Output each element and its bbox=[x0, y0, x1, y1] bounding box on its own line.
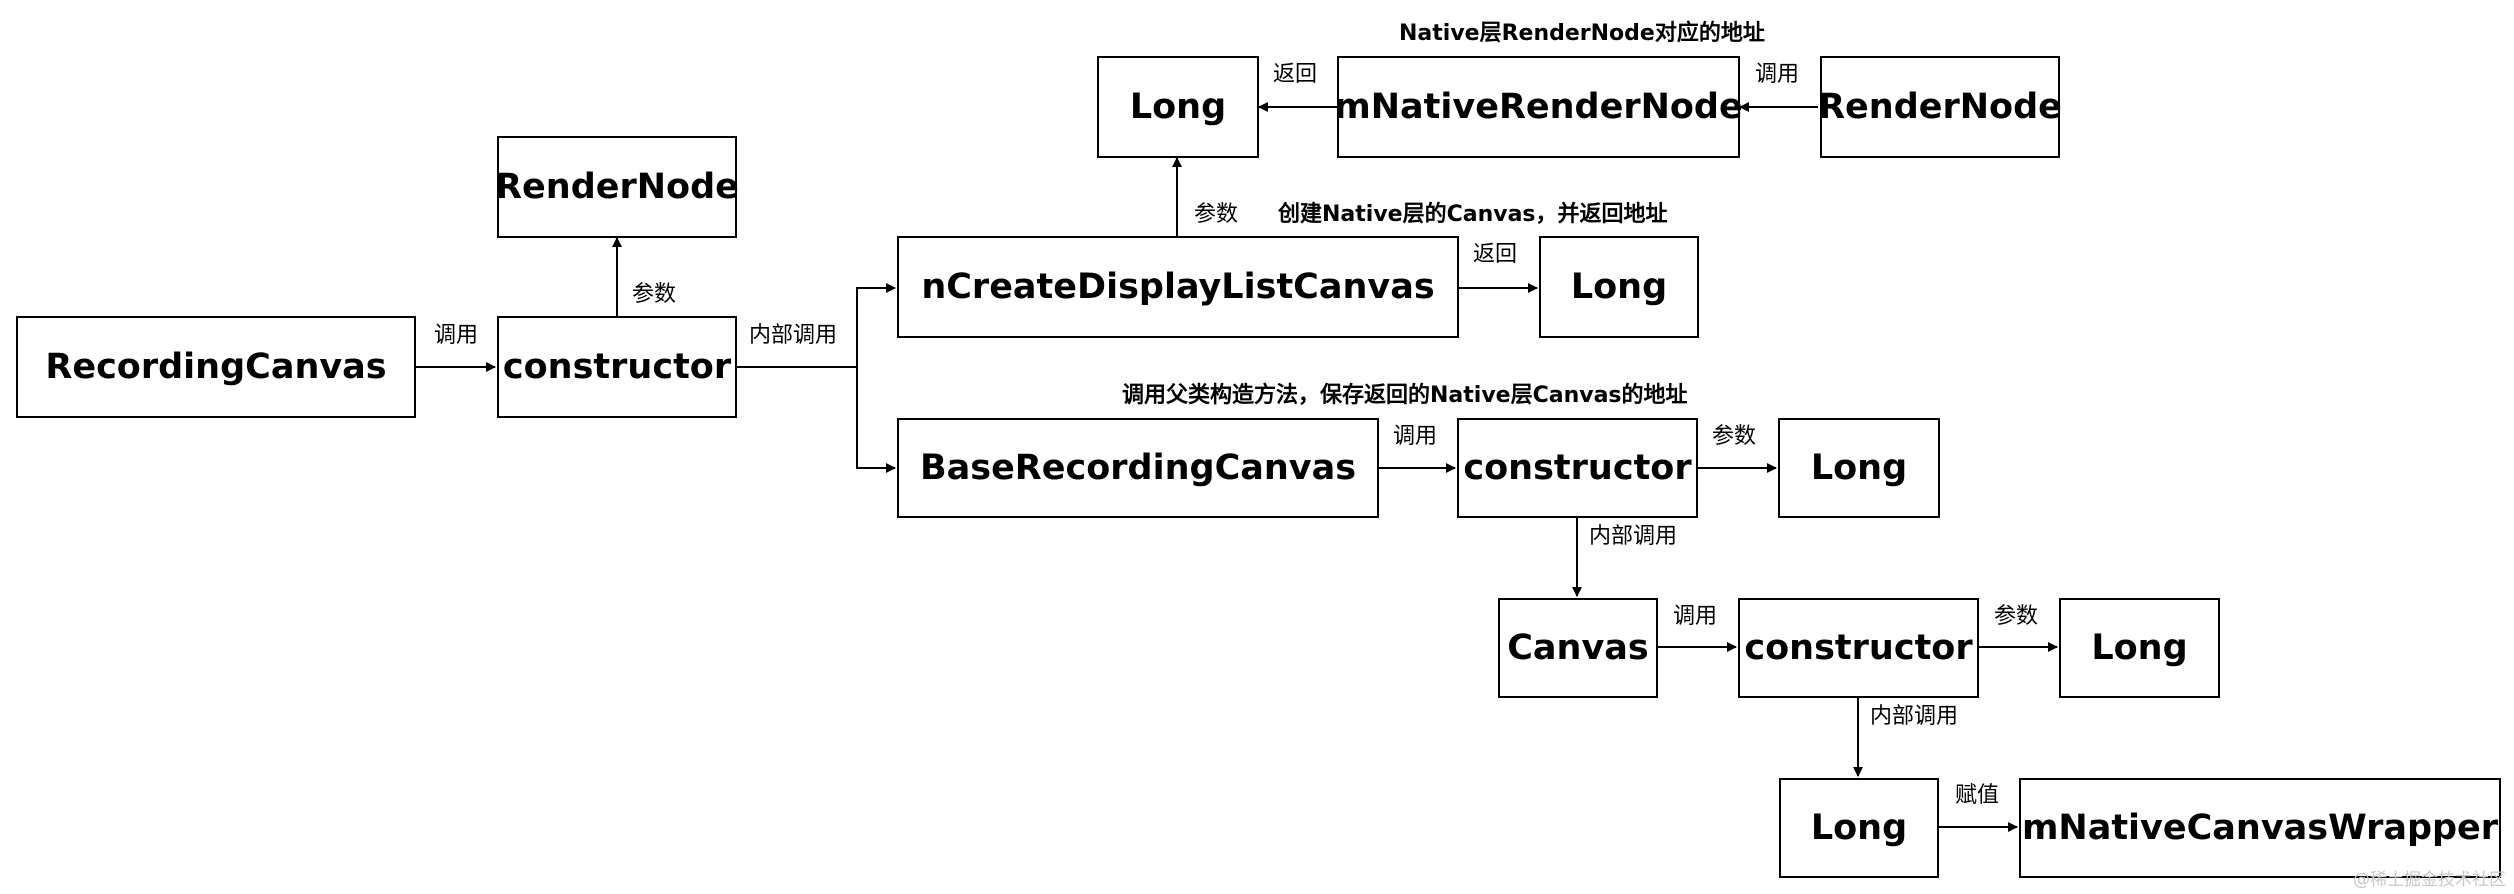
render-node-param-node: RenderNode bbox=[495, 136, 739, 238]
label-mnative-return: 返回 bbox=[1273, 62, 1318, 87]
m-native-render-node-node: mNativeRenderNode bbox=[1334, 56, 1743, 158]
top-render-node-node: RenderNode bbox=[1818, 56, 2062, 158]
base-recording-canvas-constructor-node: constructor bbox=[1457, 418, 1698, 518]
m-native-canvas-wrapper-node: mNativeCanvasWrapper bbox=[2019, 778, 2501, 878]
ncreate-display-list-canvas-node: nCreateDisplayListCanvas bbox=[897, 236, 1459, 338]
label-canvasconstructor-param: 参数 bbox=[1994, 604, 2039, 629]
ncreate-return-long-node: Long bbox=[1539, 236, 1699, 338]
label-constructor-internal: 内部调用 bbox=[749, 323, 838, 348]
annotation-call-parent-constructor: 调用父类构造方法，保存返回的Native层Canvas的地址 bbox=[1122, 383, 1688, 408]
label-canvas-call: 调用 bbox=[1673, 604, 1718, 629]
recording-canvas-constructor-node: constructor bbox=[497, 316, 737, 418]
edge-constructor-ncreate bbox=[737, 283, 896, 368]
top-long-node: Long bbox=[1097, 56, 1259, 158]
recording-canvas-node: RecordingCanvas bbox=[16, 316, 416, 418]
annotation-create-native-canvas: 创建Native层的Canvas，并返回地址 bbox=[1278, 202, 1668, 227]
label-brcconstructor-param: 参数 bbox=[1712, 424, 1757, 449]
bottom-long-node: Long bbox=[1779, 778, 1939, 878]
base-recording-canvas-node: BaseRecordingCanvas bbox=[897, 418, 1379, 518]
label-brc-call: 调用 bbox=[1393, 424, 1438, 449]
label-rc-call: 调用 bbox=[434, 323, 479, 348]
label-canvasconstructor-internal: 内部调用 bbox=[1870, 704, 1959, 729]
edge-constructor-baserecordingcanvas bbox=[856, 367, 896, 473]
label-long-assign: 赋值 bbox=[1955, 783, 2000, 808]
canvas-long-node: Long bbox=[2059, 598, 2220, 698]
label-ncreate-param: 参数 bbox=[1194, 202, 1239, 227]
watermark: @稀土掘金技术社区 bbox=[2353, 870, 2506, 890]
label-brcconstructor-internal: 内部调用 bbox=[1589, 524, 1678, 549]
label-constructor-param: 参数 bbox=[632, 282, 677, 307]
label-rendernode-call: 调用 bbox=[1755, 62, 1800, 87]
canvas-constructor-node: constructor bbox=[1738, 598, 1979, 698]
canvas-node: Canvas bbox=[1498, 598, 1658, 698]
base-recording-canvas-long-node: Long bbox=[1778, 418, 1940, 518]
annotation-native-render-node-address: Native层RenderNode对应的地址 bbox=[1399, 21, 1765, 46]
label-ncreate-return: 返回 bbox=[1473, 242, 1518, 267]
